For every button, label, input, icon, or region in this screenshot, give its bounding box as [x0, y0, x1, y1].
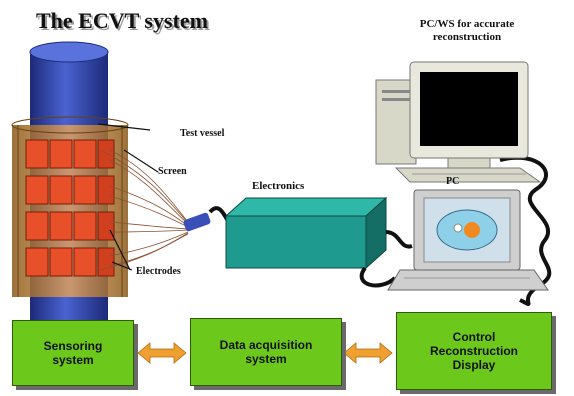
control-reconstruction-display-block: Control Reconstruction Display — [396, 312, 552, 390]
page-title: The ECVT system — [36, 8, 208, 33]
screen-label: Screen — [158, 166, 187, 177]
arrow-sensoring-daq — [137, 342, 187, 364]
cable-squiggle-right — [499, 155, 552, 306]
electrodes — [25, 139, 115, 277]
sensoring-system-block: Sensoring system — [12, 320, 134, 386]
pc-ws-label: PC/WS for accurate reconstruction — [419, 18, 515, 43]
electronics-label: Electronics — [252, 180, 305, 192]
test-vessel-label: Test vessel — [180, 128, 225, 139]
connector — [183, 212, 211, 232]
electronics-box — [224, 196, 388, 270]
sensoring-system-text: Sensoring system — [43, 339, 103, 367]
callout-lines — [97, 123, 159, 271]
control-reconstruction-display-text: Control Reconstruction Display — [429, 330, 518, 372]
cable-electronics-laptop — [359, 266, 397, 288]
data-acquisition-text: Data acquisition system — [219, 338, 313, 366]
arrow-daq-control — [343, 342, 393, 364]
electrodes-label: Electrodes — [136, 266, 181, 277]
pc-label: PC — [446, 176, 460, 187]
desktop-computer — [375, 61, 542, 183]
cable-to-pc — [385, 230, 413, 249]
laptop-pc — [387, 189, 549, 291]
data-acquisition-block: Data acquisition system — [190, 318, 342, 386]
